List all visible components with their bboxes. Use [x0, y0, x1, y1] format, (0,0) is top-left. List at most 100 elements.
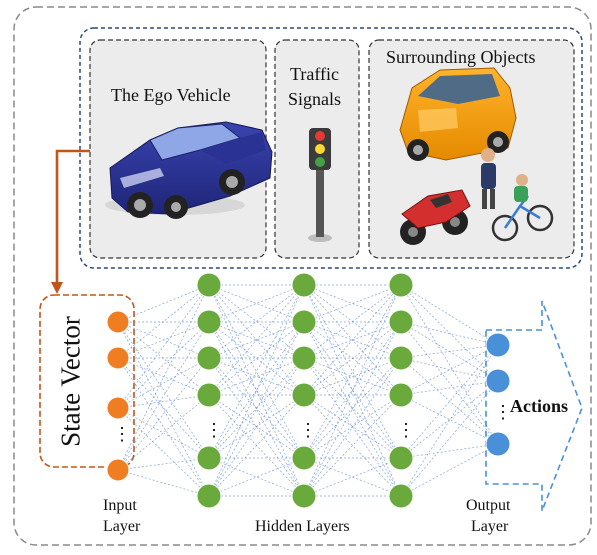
hidden-3-node-3: [388, 345, 414, 371]
connection-hidden-3-5-output-0: [400, 344, 499, 497]
input-node-1: [106, 310, 130, 334]
connection-hidden-1-4-hidden-2-0: [208, 284, 305, 459]
state-vector-label: State Vector: [55, 316, 86, 447]
hidden-1-node-5: [196, 445, 222, 471]
hidden-3-node-2: [388, 309, 414, 335]
input-ellipsis: ⋮: [113, 424, 131, 444]
hidden-3-ellipsis: ⋮: [397, 420, 415, 440]
connection-hidden-1-2-hidden-2-3: [208, 357, 305, 396]
connection-hidden-3-4-output-1: [400, 380, 499, 459]
connection-input-3-hidden-1-4: [117, 457, 210, 471]
network-nodes: [106, 272, 511, 509]
connection-input-2-hidden-1-3: [117, 394, 210, 409]
connection-hidden-3-2-output-0: [400, 344, 499, 359]
connection-hidden-2-4-hidden-3-0: [303, 284, 402, 459]
hidden-3-node-6: [388, 483, 414, 509]
connection-input-1-hidden-1-3: [117, 357, 210, 396]
network-connections: [117, 284, 499, 497]
connection-input-2-hidden-1-4: [117, 407, 210, 459]
hidden-2-node-5: [291, 445, 317, 471]
connection-hidden-2-3-hidden-3-5: [303, 394, 402, 497]
hidden-2-node-1: [291, 272, 317, 298]
connection-hidden-1-4-hidden-2-5: [208, 457, 305, 497]
connection-hidden-2-5-hidden-3-2: [303, 357, 402, 497]
connection-input-0-hidden-1-4: [117, 321, 210, 459]
connection-hidden-1-5-hidden-2-0: [208, 284, 305, 497]
connection-hidden-3-4-output-2: [400, 443, 499, 459]
connection-hidden-1-1-hidden-2-5: [208, 321, 305, 497]
connection-hidden-3-0-output-2: [400, 284, 499, 445]
connection-hidden-2-4-hidden-3-2: [303, 357, 402, 459]
output-node-3: [485, 431, 511, 457]
input-layer-label-line1: Input: [103, 497, 137, 514]
connection-hidden-3-3-output-1: [400, 380, 499, 396]
connection-input-3-hidden-1-5: [117, 469, 210, 497]
connection-hidden-2-0-hidden-3-4: [303, 284, 402, 459]
input-node-2: [106, 346, 130, 370]
connection-hidden-2-1-hidden-3-0: [303, 284, 402, 323]
connection-input-1-hidden-1-1: [117, 321, 210, 359]
connection-hidden-1-0-hidden-2-1: [208, 284, 305, 323]
connection-hidden-3-1-output-2: [400, 321, 499, 445]
connection-hidden-2-2-hidden-3-0: [303, 284, 402, 359]
connection-hidden-2-3-hidden-3-0: [303, 284, 402, 396]
hidden-3-node-1: [388, 272, 414, 298]
connection-hidden-2-3-hidden-3-1: [303, 321, 402, 396]
connection-hidden-2-5-hidden-3-3: [303, 394, 402, 497]
connection-hidden-1-0-hidden-2-4: [208, 284, 305, 459]
connection-hidden-1-5-hidden-2-4: [208, 457, 305, 497]
connection-hidden-1-5-hidden-2-3: [208, 394, 305, 497]
connection-hidden-2-5-hidden-3-1: [303, 321, 402, 497]
output-node-2: [485, 368, 511, 394]
actions-arrow: [485, 300, 583, 512]
connection-hidden-1-3-hidden-2-0: [208, 284, 305, 396]
connection-hidden-1-5-hidden-2-1: [208, 321, 305, 497]
hidden-1-node-1: [196, 272, 222, 298]
connection-hidden-3-0-output-0: [400, 284, 499, 346]
hidden-1-ellipsis: ⋮: [205, 420, 223, 440]
hidden-2-node-2: [291, 309, 317, 335]
outer-frame: [13, 6, 592, 546]
hidden-layers-label: Hidden Layers: [255, 518, 350, 535]
hidden-3-node-4: [388, 382, 414, 408]
connection-input-3-hidden-1-0: [117, 284, 210, 471]
actions-label: Actions: [510, 396, 568, 416]
connection-input-2-hidden-1-1: [117, 321, 210, 409]
hidden-2-node-4: [291, 382, 317, 408]
traffic-label-line1: Traffic: [290, 64, 339, 84]
connection-input-1-hidden-1-4: [117, 357, 210, 459]
hidden-2-node-6: [291, 483, 317, 509]
orange-car-illustration: [399, 67, 517, 161]
connection-hidden-1-4-hidden-2-2: [208, 357, 305, 459]
input-node-4: [106, 458, 130, 482]
connection-hidden-3-4-output-0: [400, 344, 499, 459]
connection-hidden-3-2-output-1: [400, 357, 499, 382]
traffic-label-line2: Signals: [288, 89, 342, 109]
connection-hidden-2-3-hidden-3-2: [303, 357, 402, 396]
hidden-2-node-3: [291, 345, 317, 371]
connection-hidden-1-1-hidden-2-0: [208, 284, 305, 323]
hidden-2-ellipsis: ⋮: [299, 420, 317, 440]
hidden-1-node-2: [196, 309, 222, 335]
connection-hidden-2-5-hidden-3-4: [303, 457, 402, 497]
connection-hidden-2-0-hidden-3-1: [303, 284, 402, 323]
environment-group-frame: [79, 27, 583, 269]
cyclist-illustration: [491, 174, 554, 242]
connection-hidden-3-5-output-1: [400, 380, 499, 497]
hidden-3-node-5: [388, 445, 414, 471]
connection-hidden-2-5-hidden-3-0: [303, 284, 402, 497]
connection-hidden-3-0-output-1: [400, 284, 499, 382]
connection-hidden-3-1-output-0: [400, 321, 499, 346]
connection-hidden-2-1-hidden-3-2: [303, 321, 402, 359]
connection-hidden-3-2-output-2: [400, 357, 499, 445]
connection-hidden-3-5-output-2: [400, 443, 499, 497]
connection-input-0-hidden-1-5: [117, 321, 210, 497]
pedestrian-illustration: [481, 148, 496, 209]
connection-input-1-hidden-1-0: [117, 284, 210, 359]
connection-hidden-1-1-hidden-2-2: [208, 321, 305, 359]
connection-hidden-1-3-hidden-2-2: [208, 357, 305, 396]
output-layer-label-line1: Output: [466, 497, 511, 514]
connection-hidden-2-2-hidden-3-1: [303, 321, 402, 359]
